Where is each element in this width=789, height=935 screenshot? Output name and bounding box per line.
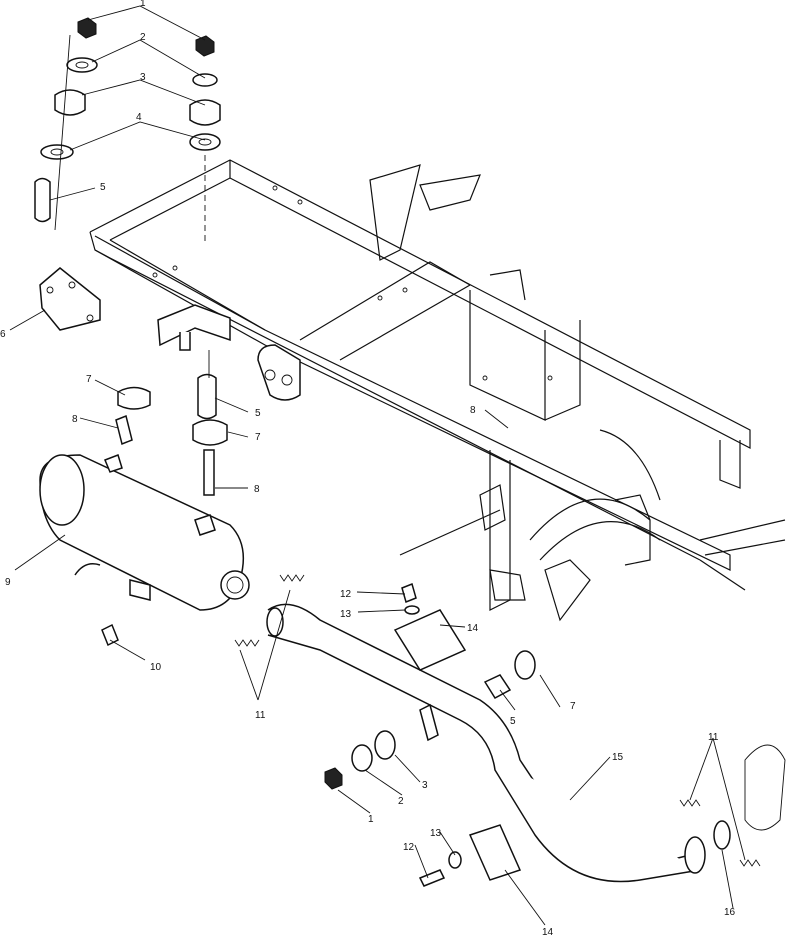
exhaust-pipe [266,603,786,883]
callout-11-right: 11 [708,732,719,743]
callout-10: 10 [150,662,162,673]
springs [234,574,761,867]
callout-3-top: 3 [140,72,146,83]
callout-8-frame: 8 [470,405,476,416]
frame [89,159,786,622]
callout-4-top: 4 [136,112,142,123]
leader-lines [9,5,746,926]
callout-16: 16 [724,907,736,918]
fastener-stack-left [34,17,98,231]
callout-7-left: 7 [86,374,92,385]
callout-7-lower: 7 [570,701,576,712]
callout-13-mid: 13 [340,609,352,620]
grommet-bolt-left [115,386,151,446]
callout-14-mid: 14 [467,623,479,634]
callout-5-lower: 5 [510,716,516,727]
callout-7-center: 7 [255,432,261,443]
clamps [393,609,522,881]
lower-fasteners [324,582,536,887]
callout-1-lower: 1 [368,814,374,825]
callout-8-center: 8 [254,484,260,495]
callout-1-top: 1 [140,0,146,9]
fastener-stack-right [189,35,221,245]
callout-3-lower: 3 [422,780,428,791]
callout-9: 9 [5,577,11,588]
callout-labels: 1 2 3 4 5 6 7 8 9 10 11 12 13 14 5 7 8 8… [0,0,736,935]
callout-13-lower: 13 [430,828,442,839]
callout-6: 6 [0,329,6,340]
callout-2-top: 2 [140,32,146,43]
callout-12-lower: 12 [403,842,415,853]
callout-11-mid: 11 [255,710,266,721]
callout-8-left: 8 [72,414,78,425]
mount-bracket-left [39,267,101,331]
callout-5-center: 5 [255,408,261,419]
callout-5-top: 5 [100,182,106,193]
callout-15: 15 [612,752,624,763]
callout-14-lower: 14 [542,927,554,935]
center-mount-stack [157,304,231,496]
muffler [39,454,250,647]
callout-12-mid: 12 [340,589,352,600]
callout-2-lower: 2 [398,796,404,807]
